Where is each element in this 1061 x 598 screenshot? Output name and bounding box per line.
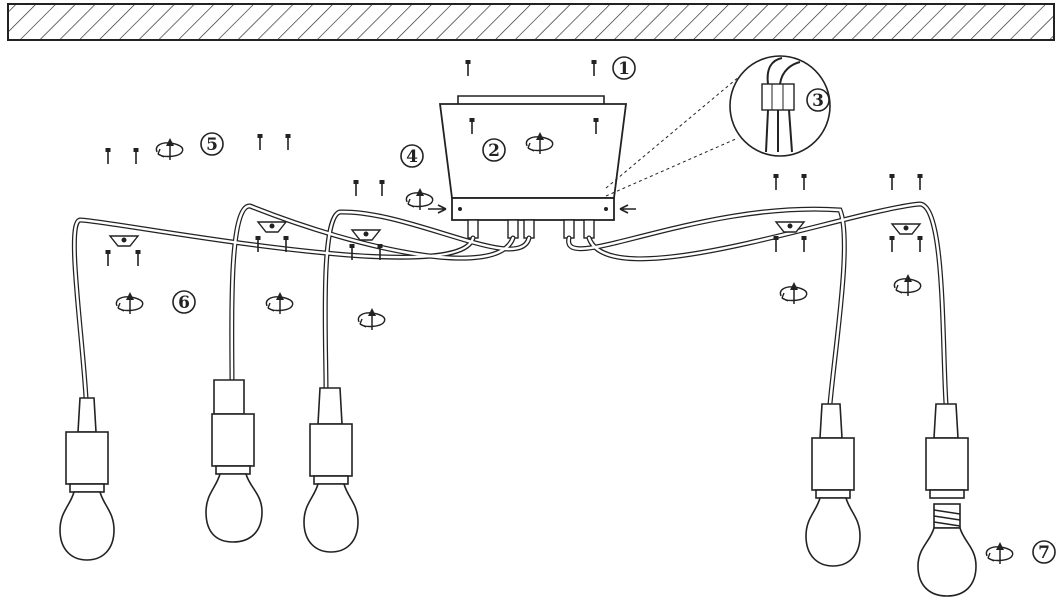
ceiling-hatch-icon <box>7 3 1055 41</box>
terminal-block-icon <box>605 55 831 197</box>
screw-icon <box>352 179 360 197</box>
screw-icon <box>378 179 386 197</box>
step-7-marker: 7 <box>1032 540 1056 564</box>
screw-icon <box>256 133 264 151</box>
step-6-label: 6 <box>178 293 190 313</box>
step-1-marker: 1 <box>612 56 636 80</box>
screw-icon <box>888 173 896 191</box>
screw-icon <box>590 59 598 77</box>
screw-icon <box>800 173 808 191</box>
lamp-socket-icon <box>65 379 969 499</box>
step-3-label: 3 <box>812 91 824 111</box>
rotate-arrow-icon <box>265 291 294 315</box>
rotate-arrow-icon <box>985 541 1014 565</box>
light-bulb-icon <box>59 473 977 597</box>
step-5-label: 5 <box>206 135 218 155</box>
screw-icon <box>772 173 780 191</box>
step-2-marker: 2 <box>482 138 506 162</box>
step-4-marker: 4 <box>400 144 424 168</box>
rotate-arrow-icon <box>115 291 144 315</box>
rotate-arrow-icon <box>779 281 808 305</box>
step-5-marker: 5 <box>200 132 224 156</box>
screw-icon <box>284 133 292 151</box>
screw-icon <box>464 59 472 77</box>
screw-icon <box>132 147 140 165</box>
rotate-arrow-icon <box>357 307 386 331</box>
step-3-marker: 3 <box>806 88 830 112</box>
step-7-label: 7 <box>1038 543 1050 563</box>
rotate-arrow-icon <box>155 137 184 161</box>
step-1-label: 1 <box>618 59 630 79</box>
rotate-arrow-icon <box>893 273 922 297</box>
step-2-label: 2 <box>488 141 500 161</box>
canopy-box <box>438 95 628 199</box>
step-4-label: 4 <box>406 147 418 167</box>
screw-icon <box>104 147 112 165</box>
mounting-plate <box>428 197 636 239</box>
rotate-arrow-icon <box>405 187 434 211</box>
step-6-marker: 6 <box>172 290 196 314</box>
screw-icon <box>916 173 924 191</box>
